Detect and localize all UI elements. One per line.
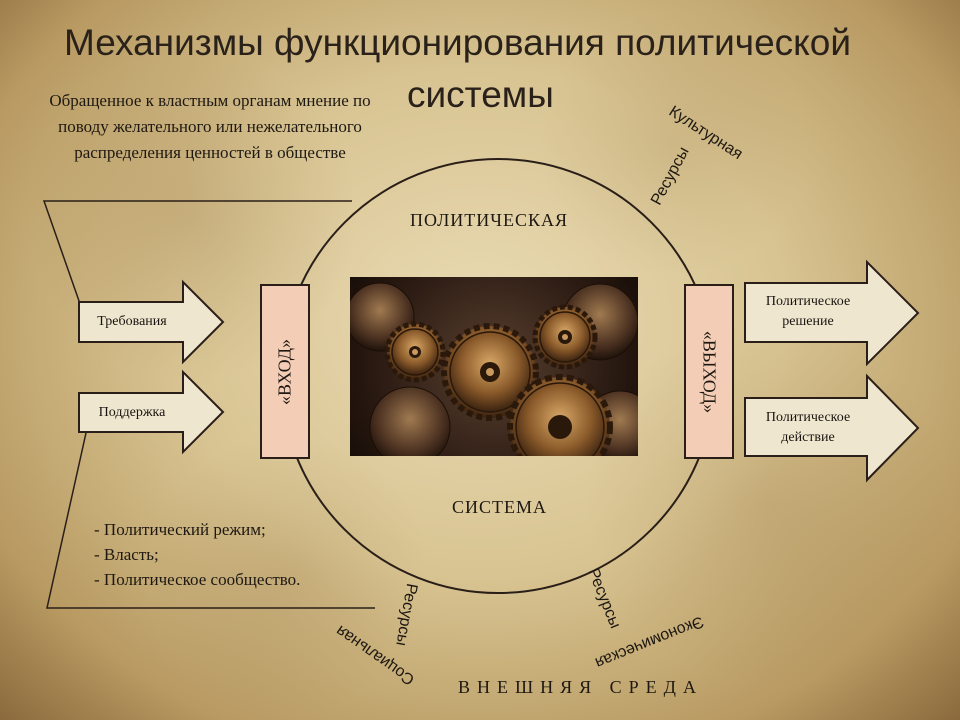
external-environment-label: ВНЕШНЯЯ СРЕДА	[458, 677, 703, 697]
gears-drawing	[350, 282, 638, 456]
political-action-label-line1: Политическое	[765, 410, 851, 425]
support-object-item: - Политический режим;	[94, 520, 266, 539]
political-action-label: Политическое действие	[748, 408, 868, 448]
political-decision-label: Политическое решение	[748, 292, 868, 332]
support-object-item: - Политическое сообщество.	[94, 570, 301, 589]
demand-definition-note: Обращенное к властным органам мнение по …	[49, 91, 371, 162]
support-list-connector	[46, 423, 375, 609]
political-decision-label-line1: Политическое	[765, 294, 851, 309]
input-gate: «ВХОД»	[260, 284, 310, 459]
demands-label: Требования	[97, 314, 167, 329]
demands-arrow	[78, 279, 225, 365]
output-gate-label: «ВЫХОД»	[699, 330, 720, 413]
demand-note-connector	[42, 200, 352, 339]
support-arrow	[78, 369, 225, 455]
gears-photo	[350, 277, 638, 456]
political-action-label-line2: действие	[781, 430, 835, 445]
circle-label-political: ПОЛИТИЧЕСКАЯ	[410, 210, 569, 230]
political-action-arrow	[744, 373, 920, 483]
circle-label-system: СИСТЕМА	[452, 497, 548, 517]
support-objects-list: - Политический режим; - Власть; - Полити…	[94, 517, 394, 592]
slide-title-line2: системы	[407, 74, 554, 115]
support-object-item: - Власть;	[94, 545, 159, 564]
political-decision-label-line2: решение	[782, 314, 834, 329]
support-label: Поддержка	[98, 405, 166, 420]
slide-title-line1: Механизмы функционирования политической	[64, 22, 851, 63]
output-gate: «ВЫХОД»	[684, 284, 734, 459]
political-decision-arrow	[744, 259, 920, 367]
input-gate-label: «ВХОД»	[274, 338, 295, 405]
